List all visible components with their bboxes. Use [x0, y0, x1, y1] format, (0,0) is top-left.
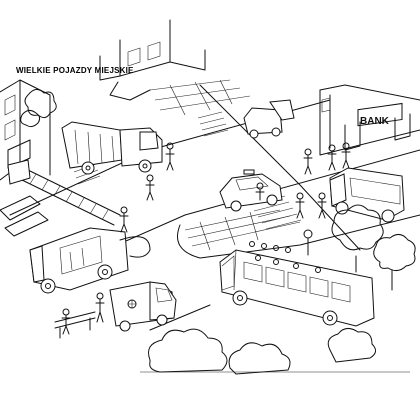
trees [140, 204, 416, 375]
city-bus [219, 249, 375, 327]
ambulance [54, 281, 177, 339]
police-car [219, 169, 283, 212]
fire-truck [7, 159, 151, 294]
people [61, 142, 351, 335]
garbage-truck [61, 121, 163, 175]
bank-building: BANK [319, 84, 420, 156]
page-title: WIELKIE POJAZDY MIEJSKIE [16, 66, 134, 75]
building-middle [99, 19, 206, 101]
armored-truck [329, 167, 405, 223]
building-left [0, 79, 57, 237]
bank-sign: BANK [360, 116, 390, 127]
street-sweeper [243, 99, 295, 139]
